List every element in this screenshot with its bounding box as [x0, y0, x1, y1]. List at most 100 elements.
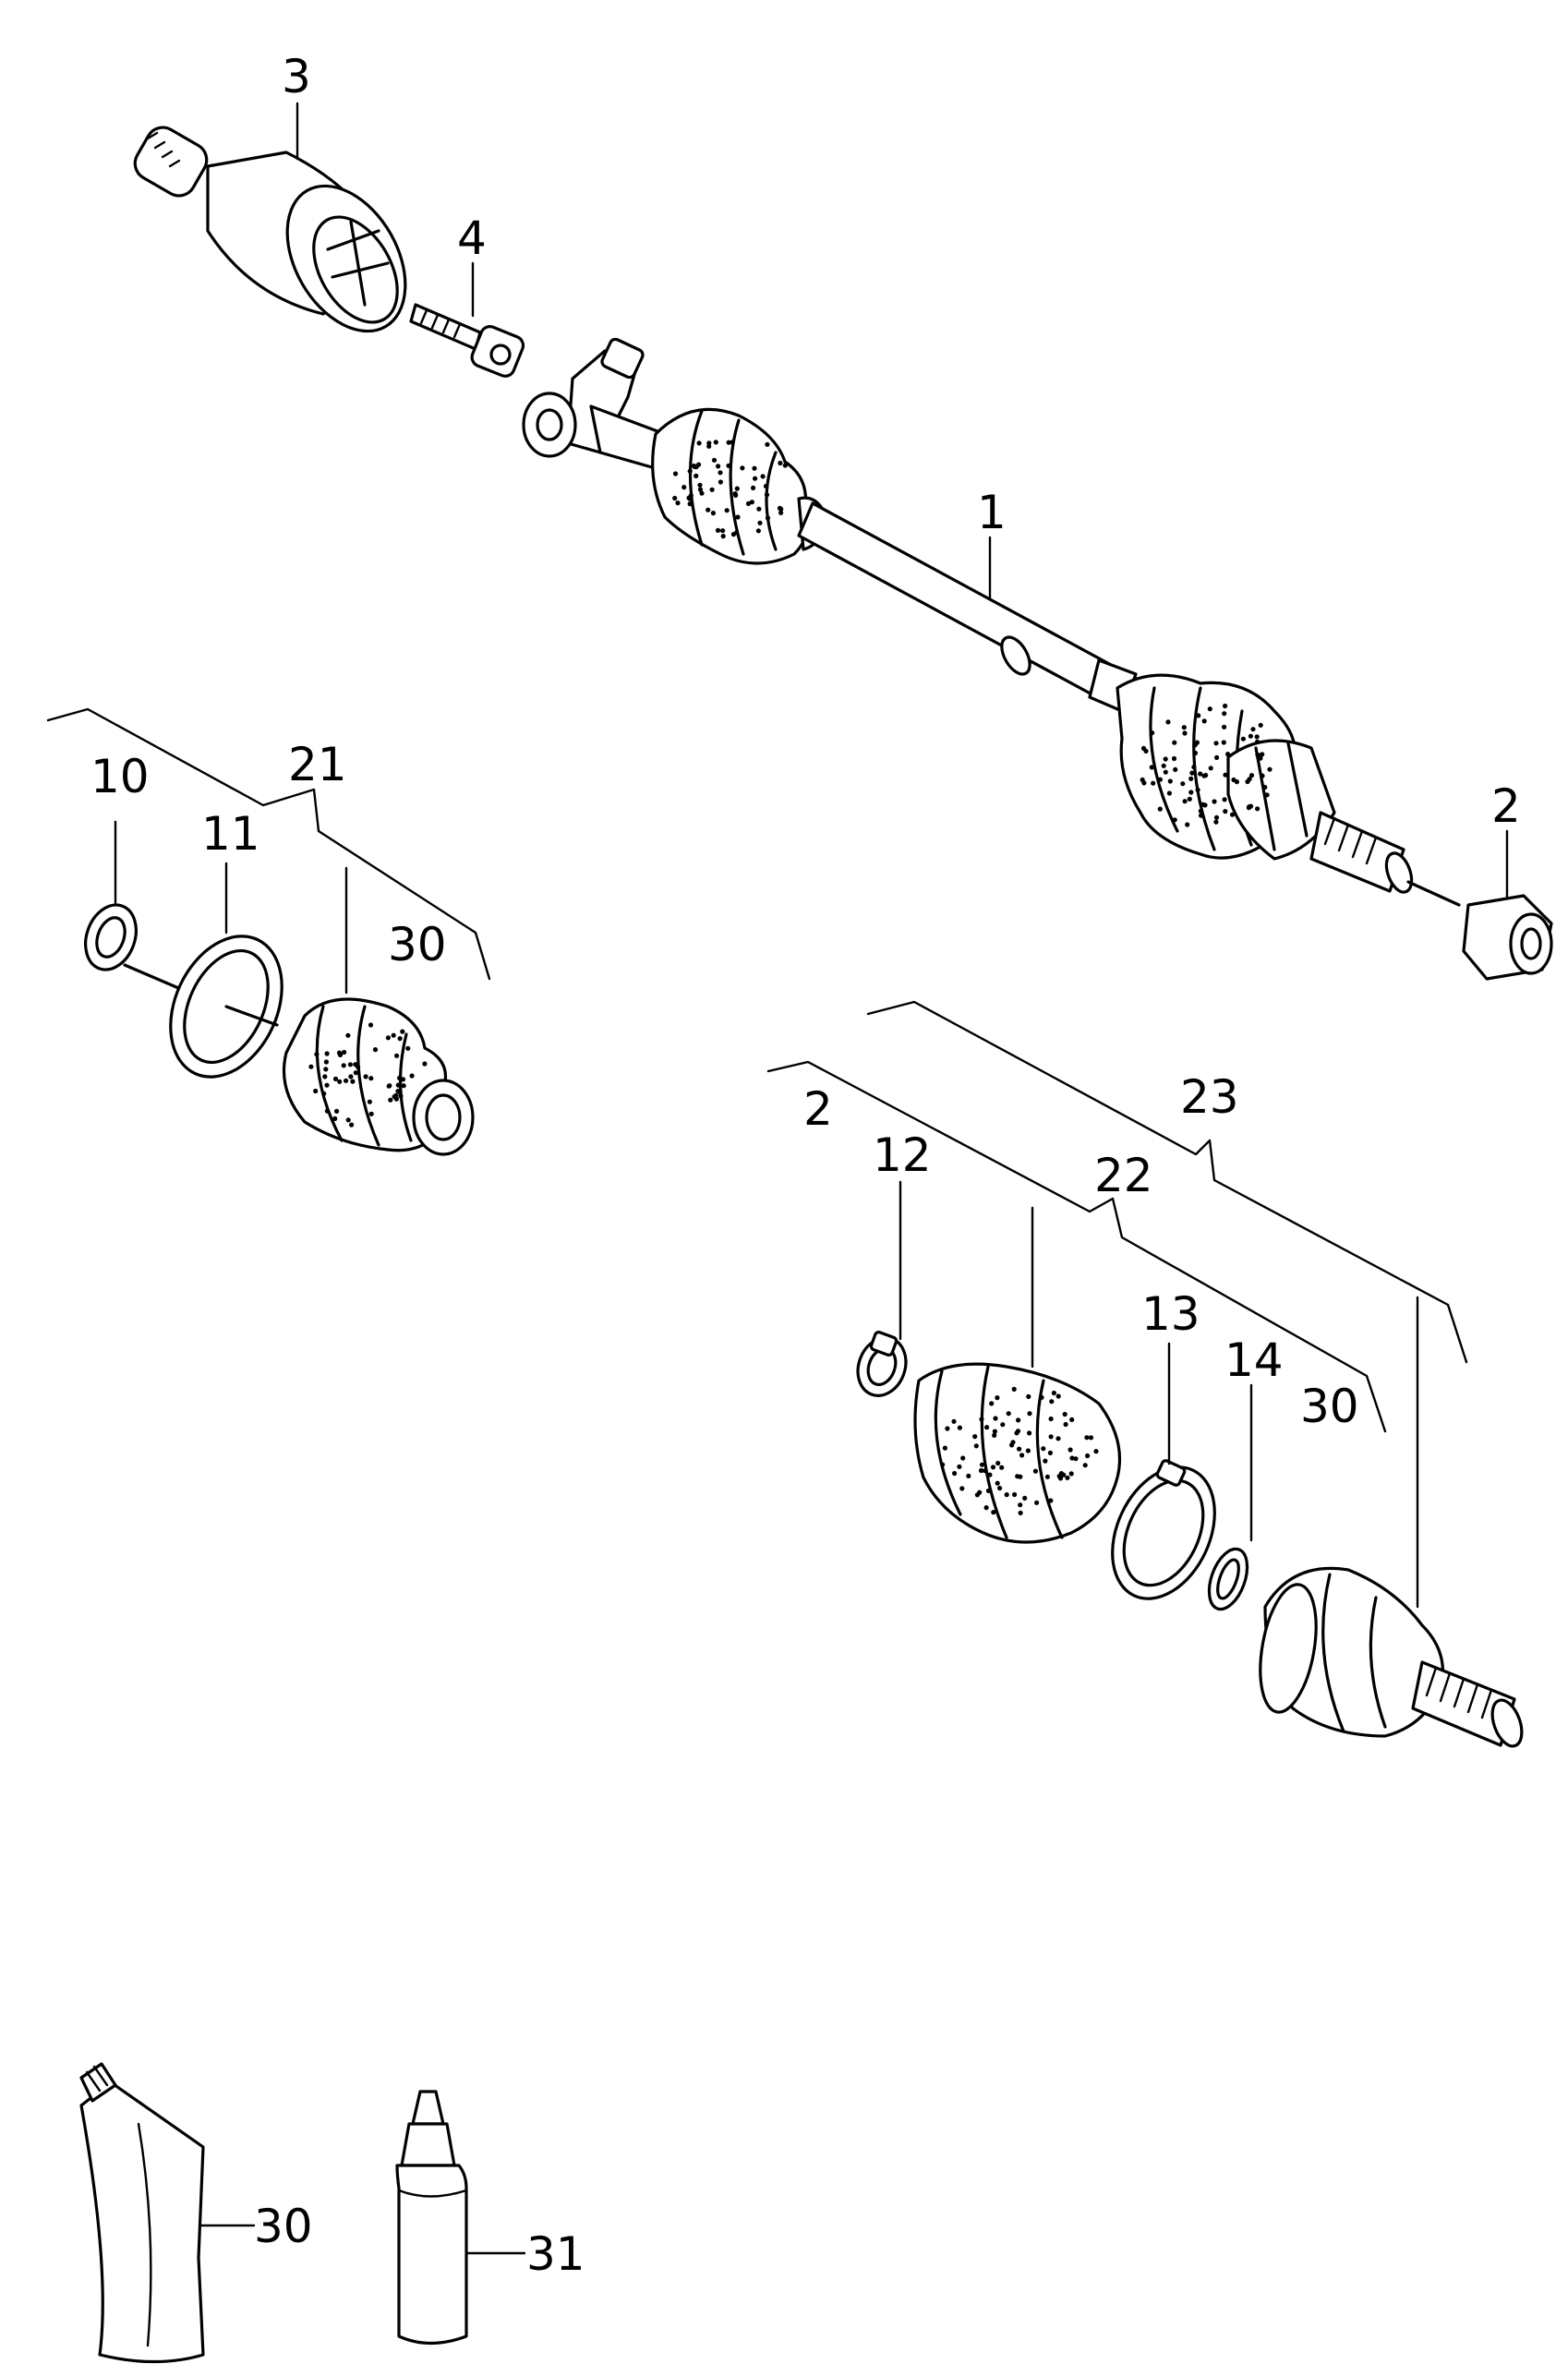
boot-texture-dot [368, 1076, 374, 1081]
callout-2-top: 2 [1491, 779, 1521, 833]
boot-texture-dot [993, 1416, 998, 1421]
callout-labels: 1 2 3 4 10 11 21 30 2 12 22 23 13 14 30 … [90, 50, 1521, 2281]
boot-texture-dot [706, 507, 711, 513]
boot-texture-dot [966, 1473, 971, 1478]
boot-texture-dot [401, 1083, 406, 1089]
boot-texture-dot [1163, 756, 1168, 762]
boot-texture-dot [991, 1510, 996, 1515]
boot-texture-dot [1166, 790, 1172, 796]
boot-texture-dot [1198, 808, 1203, 814]
boot-texture-dot [973, 1443, 979, 1449]
boot-texture-dot [699, 490, 705, 496]
boot-texture-dot [1085, 1453, 1091, 1459]
boot-texture-dot [1051, 1390, 1056, 1396]
boot-texture-dot [1229, 812, 1236, 817]
boot-texture-dot [393, 1092, 399, 1098]
boot-texture-dot [1240, 736, 1246, 742]
boot-texture-dot [757, 520, 763, 525]
boot-texture-dot [1069, 1417, 1075, 1422]
boot-texture-dot [990, 1465, 996, 1470]
boot-texture-dot [1015, 1474, 1020, 1479]
callout-30-kit21: 30 [388, 918, 447, 971]
boot-texture-dot [997, 1485, 1003, 1491]
boot-texture-dot [1173, 766, 1178, 773]
boot-texture-dot [765, 515, 771, 521]
boot-texture-dot [1195, 787, 1200, 793]
boot-texture-dot [409, 1073, 415, 1079]
callout-21: 21 [288, 738, 347, 791]
boot-texture-dot [1189, 770, 1195, 776]
boot-texture-dot [995, 1480, 1000, 1486]
boot-texture-dot [1004, 1492, 1009, 1498]
boot-texture-dot [763, 483, 769, 489]
boot-texture-dot [694, 473, 699, 479]
boot-texture-dot [1069, 1455, 1075, 1461]
boot-texture-dot [1041, 1446, 1046, 1452]
boot-texture-dot [724, 508, 730, 513]
boot-texture-dot [323, 1067, 329, 1072]
boot-texture-dot [1191, 765, 1197, 770]
boot-texture-dot [1255, 739, 1260, 745]
boot-texture-dot [1039, 1394, 1044, 1400]
drive-shaft-part-1 [522, 337, 1414, 894]
boot-texture-dot [1010, 1440, 1016, 1445]
boot-texture-dot [334, 1108, 340, 1114]
boot-texture-dot [1223, 772, 1228, 778]
boot-texture-dot [1063, 1421, 1068, 1428]
boot-texture-dot [951, 1418, 957, 1424]
leader-lines [114, 102, 1509, 2255]
boot-texture-dot [1027, 1430, 1032, 1436]
boot-texture-dot [1188, 790, 1194, 795]
boot-texture-dot [397, 1075, 403, 1080]
boot-texture-dot [1163, 769, 1168, 775]
boot-texture-dot [734, 530, 740, 536]
boot-texture-dot [332, 1116, 338, 1121]
boot-texture-dot [337, 1079, 343, 1084]
boot-texture-dot [324, 1082, 330, 1088]
boot-texture-dot [1196, 713, 1201, 718]
boot-texture-dot [322, 1074, 328, 1079]
boot-texture-dot [778, 510, 784, 515]
boot-texture-dot [982, 1468, 988, 1474]
boot-texture-dot [422, 1061, 428, 1067]
boot-texture-dot [756, 506, 762, 512]
boot-texture-dot [745, 501, 752, 507]
boot-texture-dot [363, 1074, 368, 1079]
inner-boot-kit-group-21 [84, 903, 475, 1156]
boot-texture-dot [1012, 1491, 1018, 1498]
boot-texture-dot [353, 1070, 358, 1076]
boot-texture-dot [732, 491, 738, 497]
boot-texture-dot [1180, 781, 1186, 787]
boot-texture-dot [957, 1425, 962, 1430]
boot-texture-dot [972, 1434, 978, 1440]
boot-texture-dot [720, 534, 726, 539]
boot-texture-dot [345, 1032, 351, 1038]
boot-texture-dot [1222, 711, 1227, 717]
boot-texture-dot [765, 441, 770, 447]
boot-texture-dot [730, 440, 735, 445]
boot-texture-dot [718, 479, 724, 485]
boot-texture-dot [992, 1429, 997, 1434]
boot-texture-dot [397, 1036, 403, 1042]
boot-texture-dot [979, 1462, 985, 1467]
sealant-bottle-part-31 [395, 2090, 468, 2346]
boot-texture-dot [778, 460, 783, 466]
boot-texture-dot [749, 500, 755, 505]
boot-texture-dot [341, 1063, 346, 1068]
boot-texture-dot [672, 495, 678, 501]
boot-texture-dot [398, 1093, 404, 1099]
group-brackets [46, 707, 1468, 1433]
boot-texture-dot [308, 1064, 314, 1069]
boot-texture-dot [1062, 1411, 1067, 1417]
boot-texture-dot [1032, 1468, 1038, 1474]
boot-texture-dot [356, 1064, 361, 1070]
boot-texture-dot [1264, 792, 1270, 798]
boot-texture-dot [697, 487, 704, 492]
boot-texture-dot [1234, 779, 1239, 785]
boot-texture-dot [740, 465, 745, 471]
boot-texture-dot [342, 1049, 347, 1055]
boot-texture-dot [400, 1077, 406, 1082]
boot-texture-dot [1049, 1399, 1055, 1405]
boot-texture-dot [726, 463, 731, 468]
